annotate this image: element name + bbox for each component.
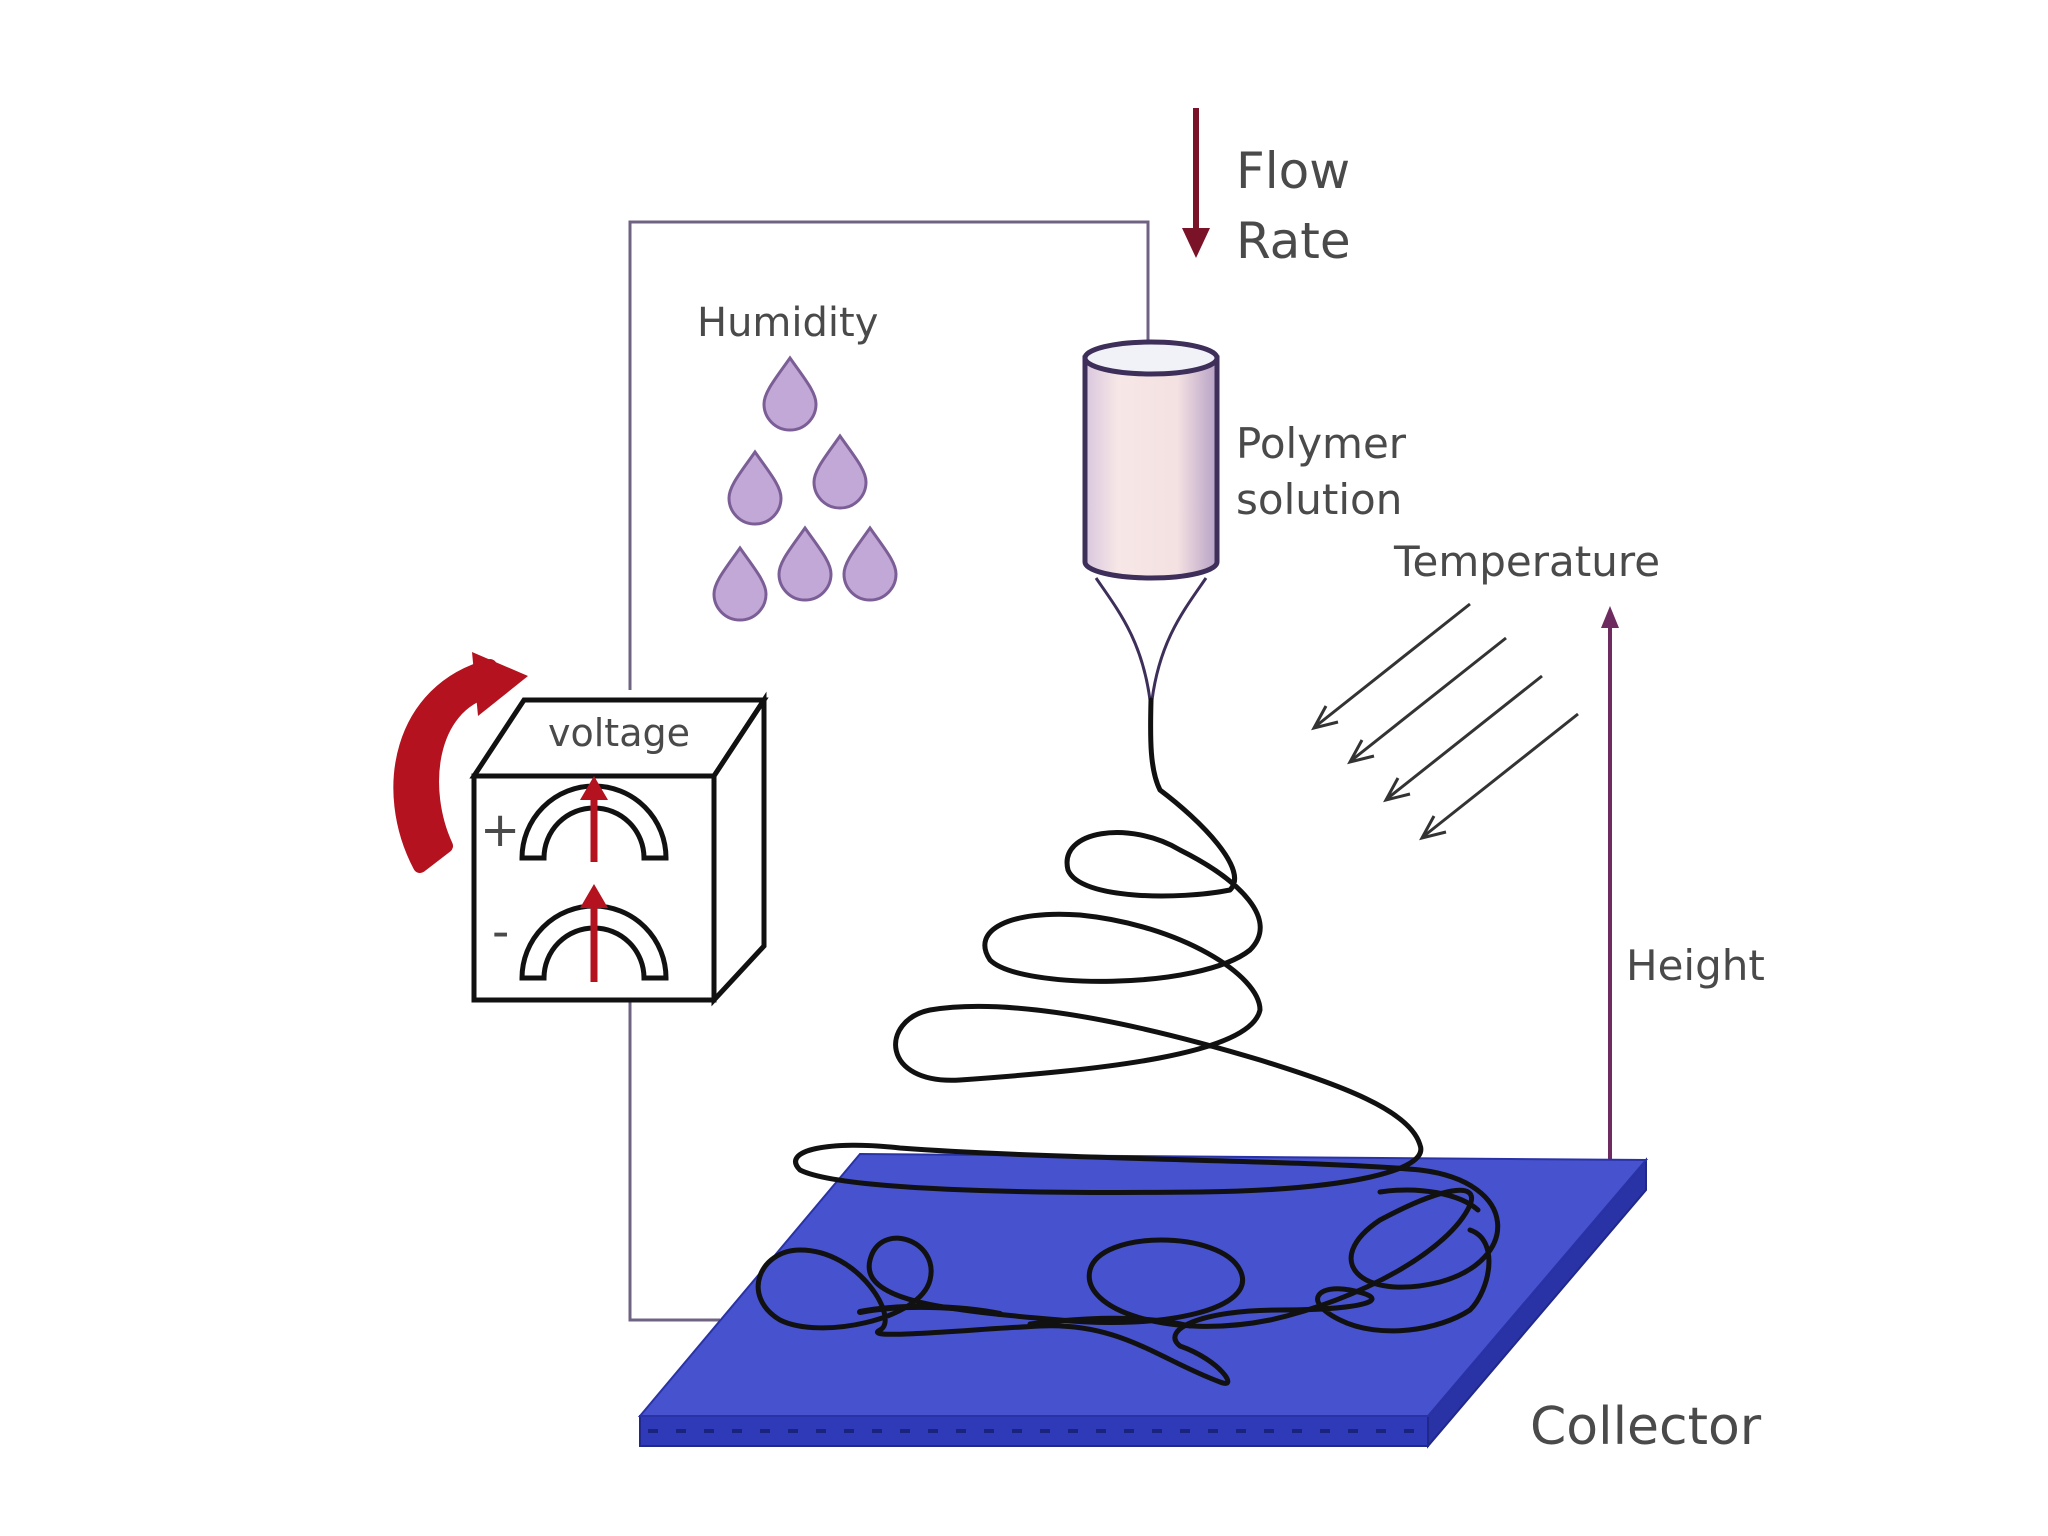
- curved-arrow-head-icon: [472, 652, 528, 716]
- polymer-syringe: [1082, 339, 1220, 701]
- droplet-icon: [812, 433, 868, 510]
- gauge-arc-negative: [519, 903, 669, 981]
- arrow-up-icon: [580, 776, 608, 800]
- humidity-droplets: [712, 355, 898, 622]
- droplet-icon: [712, 545, 768, 622]
- plus-sign: +: [480, 802, 520, 858]
- voltage-adjust-arrow: [393, 652, 528, 873]
- temperature-arrows: [1311, 602, 1579, 841]
- polymer-label-line2: solution: [1236, 475, 1402, 524]
- humidity-label: Humidity: [697, 300, 878, 346]
- gauge-arc-positive: [519, 783, 669, 861]
- collector-plate: [637, 1152, 1649, 1449]
- droplet-icon: [777, 525, 833, 602]
- height-arrow: [1601, 606, 1619, 1164]
- height-label: Height: [1626, 941, 1765, 990]
- flow-rate-arrow: [1182, 108, 1210, 258]
- droplet-icon: [762, 355, 818, 432]
- arrow-up-icon: [580, 884, 608, 908]
- flow-rate-label-line1: Flow: [1236, 142, 1350, 200]
- droplet-icon: [727, 449, 783, 526]
- polymer-fiber: [755, 697, 1501, 1386]
- polymer-label-line1: Polymer: [1236, 419, 1407, 468]
- collector-label: Collector: [1530, 1397, 1762, 1457]
- temperature-label: Temperature: [1393, 537, 1660, 586]
- droplet-icon: [842, 525, 898, 602]
- circuit-wire: [628, 220, 1150, 1322]
- minus-sign: -: [492, 904, 509, 960]
- voltage-gauges: [519, 776, 669, 982]
- flow-rate-label-line2: Rate: [1236, 212, 1351, 270]
- voltage-label: voltage: [548, 711, 690, 755]
